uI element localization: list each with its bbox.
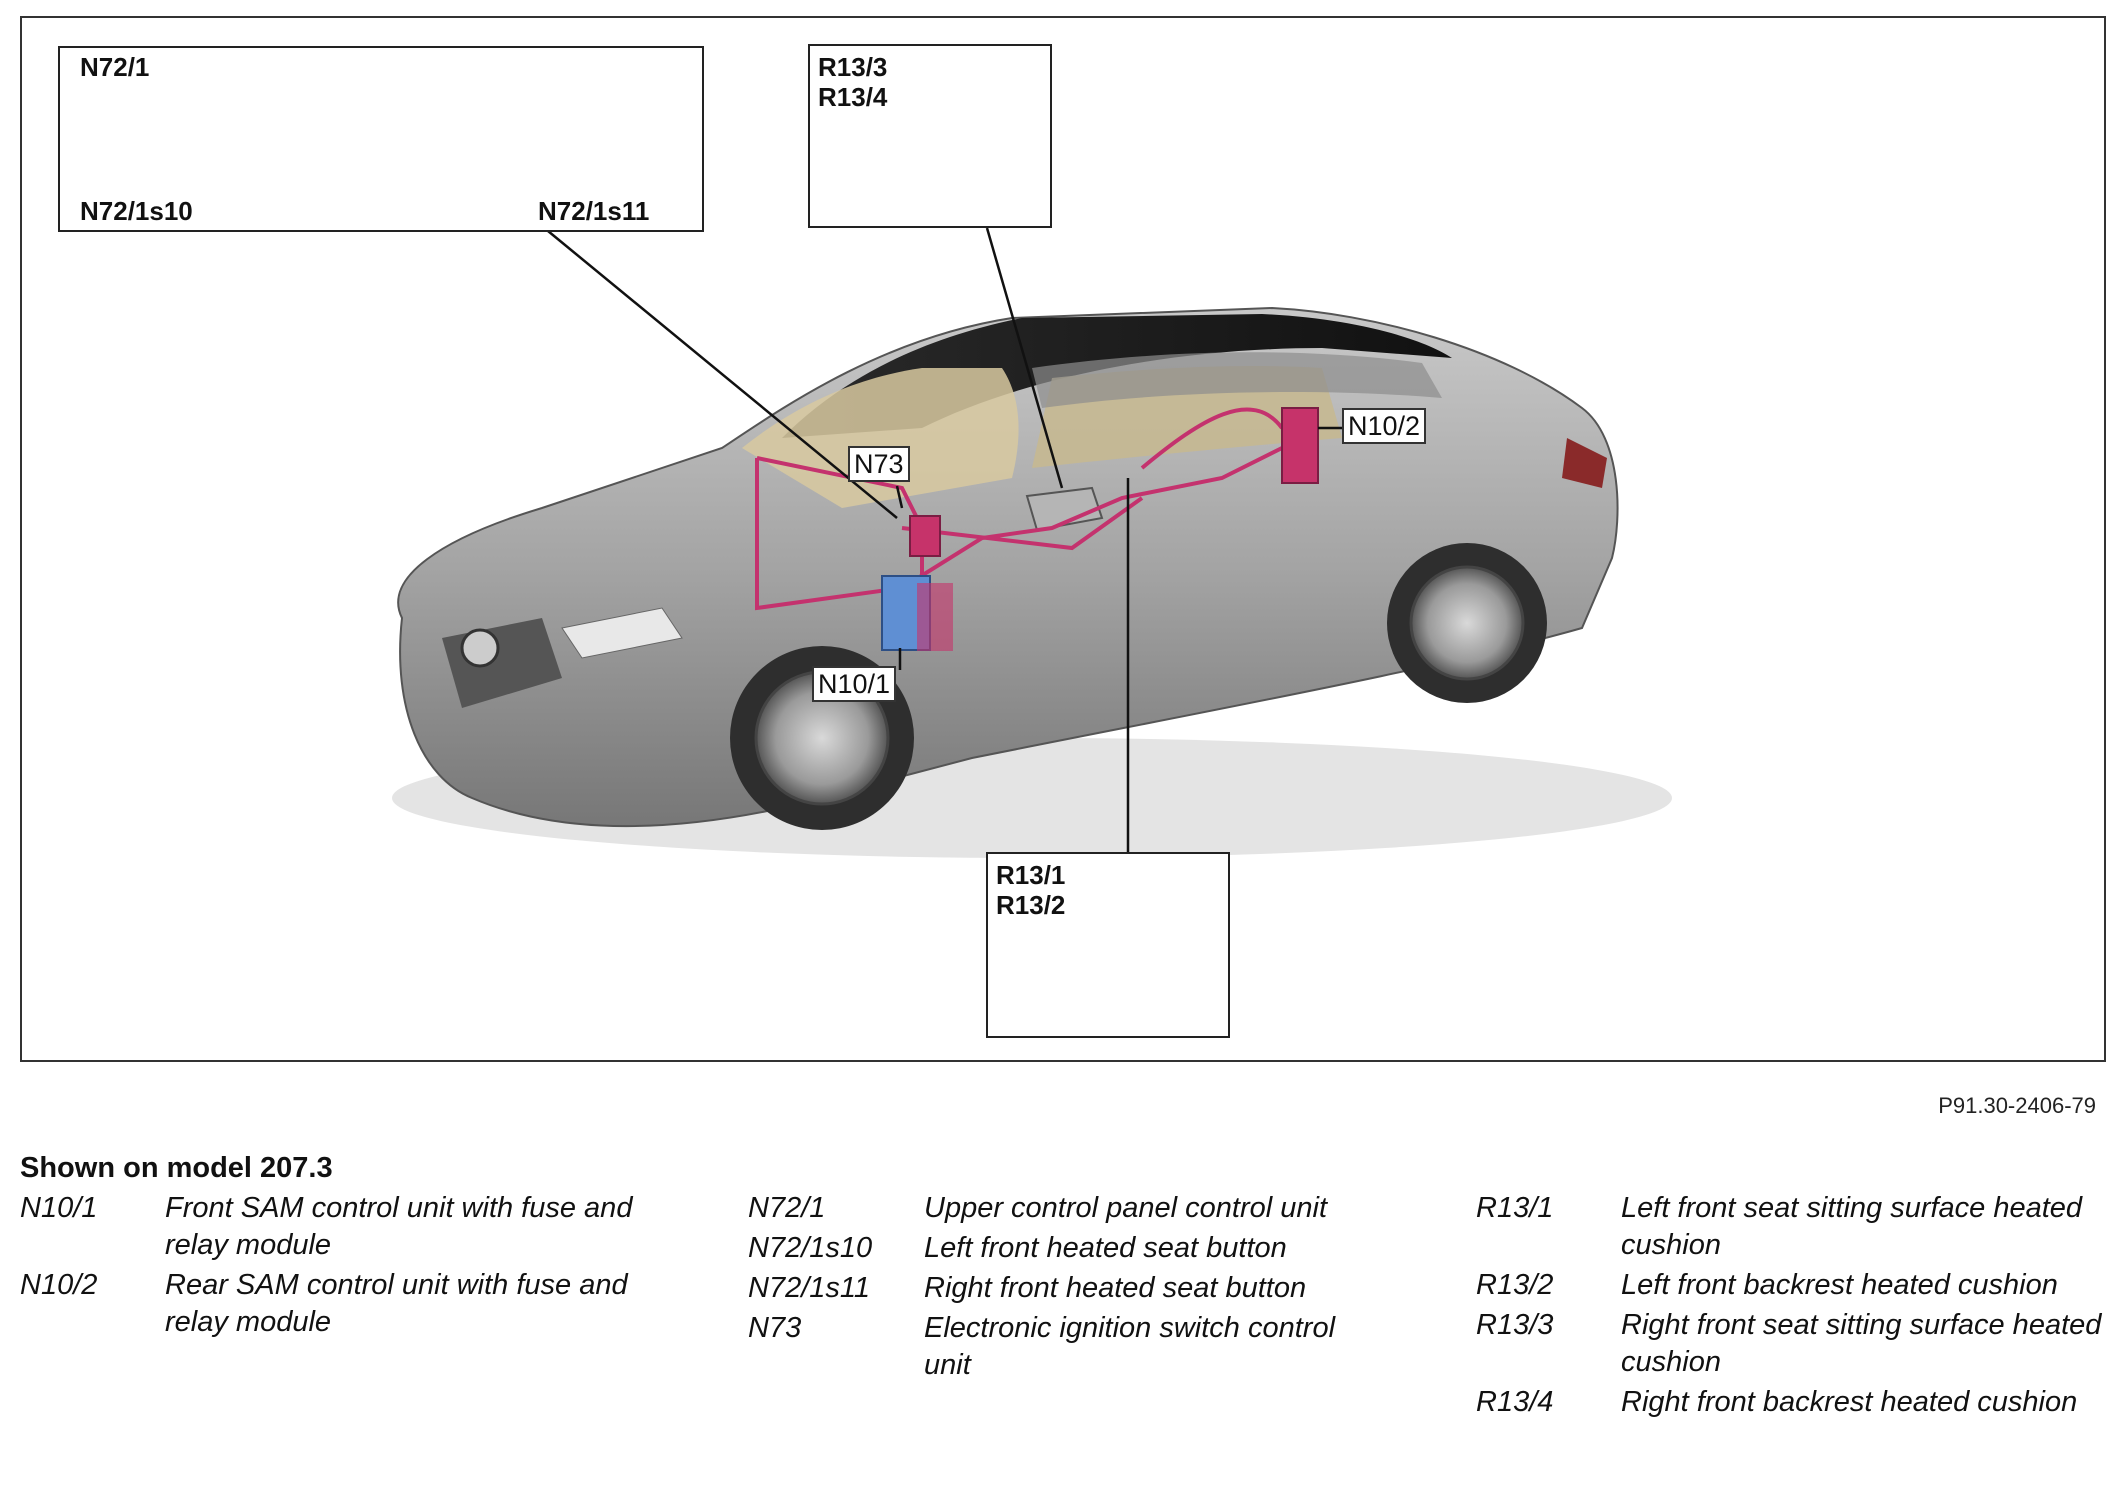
legend-description: Electronic ignition switch control unit	[924, 1312, 1336, 1381]
legend-column-3: R13/1 Left front seat sitting surface he…	[1476, 1190, 2106, 1424]
legend-description: Rear SAM control unit with fuse and rela…	[165, 1269, 628, 1338]
right-seat-surface-label: R13/3	[818, 52, 888, 82]
left-backrest-label: R13/2	[996, 890, 1066, 920]
legend-description: Left front heated seat button	[924, 1232, 1287, 1264]
upper-control-panel-callout	[58, 46, 704, 232]
rear-sam-unit-illustration	[1281, 407, 1319, 484]
ignition-switch-unit-illustration	[909, 515, 941, 557]
legend-item: N10/1 Front SAM control unit with fuse a…	[20, 1190, 640, 1264]
legend-item: R13/2 Left front backrest heated cushion	[1476, 1267, 2106, 1304]
legend-item: N72/1s11 Right front heated seat button	[748, 1270, 1388, 1307]
diagram-frame: ♨ ♨ ♨ ♨	[20, 16, 2106, 1062]
legend-description: Left front backrest heated cushion	[1621, 1269, 2058, 1301]
left-heated-seat-button-label: N72/1s10	[80, 196, 193, 226]
legend-code: R13/1	[1476, 1192, 1554, 1224]
legend-item: R13/1 Left front seat sitting surface he…	[1476, 1190, 2106, 1264]
ignition-switch-tag: N73	[848, 446, 910, 482]
left-seat-cushion-callout	[986, 852, 1230, 1038]
legend-column-2: N72/1 Upper control panel control unit N…	[748, 1190, 1388, 1387]
front-sam-tag: N10/1	[812, 666, 897, 702]
legend-code: N72/1	[748, 1192, 826, 1224]
legend-item: N72/1 Upper control panel control unit	[748, 1190, 1388, 1227]
legend-item: R13/4 Right front backrest heated cushio…	[1476, 1384, 2106, 1421]
upper-control-panel-label: N72/1	[80, 52, 150, 82]
right-seat-cushion-callout	[808, 44, 1052, 228]
legend-code: R13/2	[1476, 1269, 1554, 1301]
legend-description: Right front backrest heated cushion	[1621, 1386, 2078, 1418]
legend-item: N10/2 Rear SAM control unit with fuse an…	[20, 1267, 640, 1341]
right-backrest-label: R13/4	[818, 82, 888, 112]
legend-code: N10/1	[20, 1192, 98, 1224]
legend-code: N72/1s11	[748, 1272, 870, 1304]
legend-description: Upper control panel control unit	[924, 1192, 1328, 1224]
legend-description: Right front heated seat button	[924, 1272, 1307, 1304]
shown-on-model-heading: Shown on model 207.3	[20, 1152, 333, 1184]
legend-code: N10/2	[20, 1269, 98, 1301]
rear-sam-tag: N10/2	[1342, 408, 1427, 444]
figure-reference-code: P91.30-2406-79	[1938, 1093, 2096, 1118]
legend-code: N72/1s10	[748, 1232, 873, 1264]
legend-description: Front SAM control unit with fuse and rel…	[165, 1192, 633, 1261]
legend-code: R13/3	[1476, 1309, 1554, 1341]
legend-code: R13/4	[1476, 1386, 1554, 1418]
car-illustration	[392, 306, 1672, 858]
legend-description: Left front seat sitting surface heated c…	[1621, 1192, 2083, 1261]
legend-column-1: N10/1 Front SAM control unit with fuse a…	[20, 1190, 640, 1344]
legend-item: R13/3 Right front seat sitting surface h…	[1476, 1307, 2106, 1381]
legend-description: Right front seat sitting surface heated …	[1621, 1309, 2102, 1378]
legend-item: N73 Electronic ignition switch control u…	[748, 1310, 1388, 1384]
legend-item: N72/1s10 Left front heated seat button	[748, 1230, 1388, 1267]
left-seat-surface-label: R13/1	[996, 860, 1066, 890]
right-heated-seat-button-label: N72/1s11	[538, 196, 650, 226]
legend-code: N73	[748, 1312, 802, 1344]
